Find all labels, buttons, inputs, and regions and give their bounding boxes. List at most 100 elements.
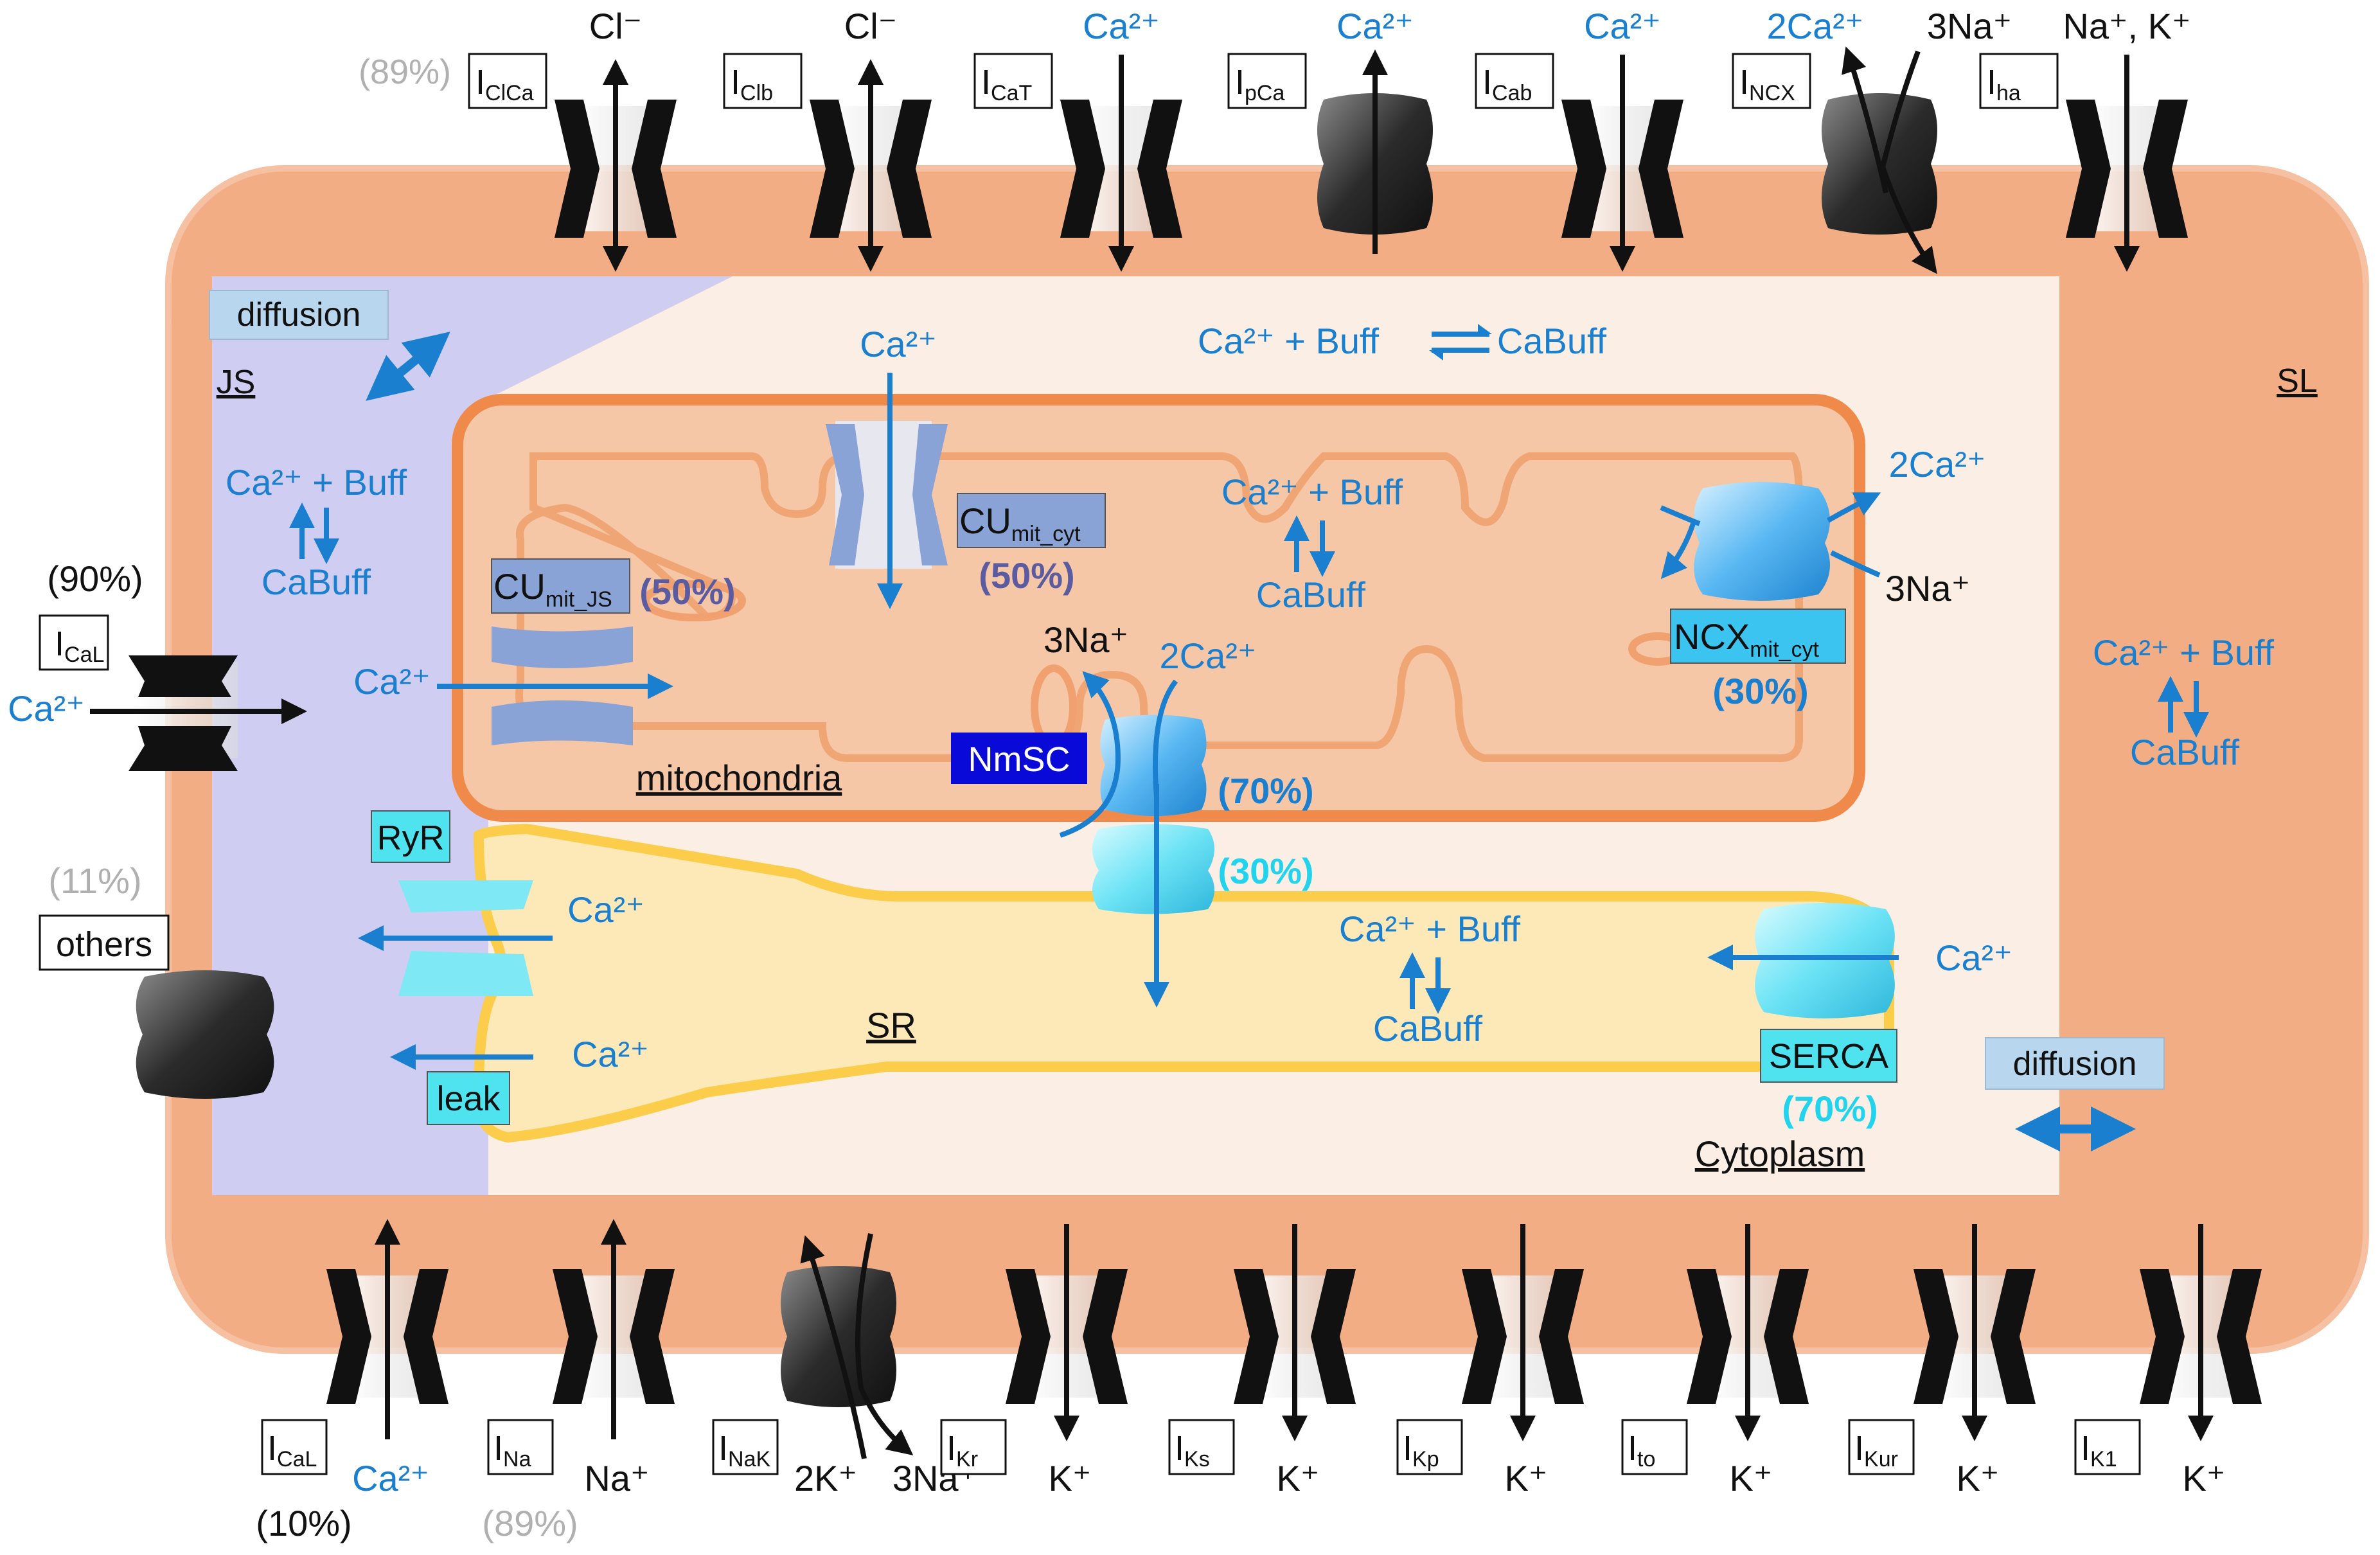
bottom-channel-label: INaK bbox=[718, 1429, 770, 1471]
bottom-channel-label-sub: K1 bbox=[2090, 1447, 2117, 1471]
ryr-label: RyR bbox=[377, 819, 445, 857]
leak-label: leak bbox=[436, 1080, 501, 1118]
cu-mit-js: CUmit_JS (50%) Ca²⁺ mitochondria bbox=[353, 558, 842, 798]
cytoplasm-label: Cytoplasm bbox=[1695, 1133, 1865, 1174]
top-channel-label-sub: NCX bbox=[1749, 81, 1795, 105]
top-channel-label-box bbox=[1475, 53, 1554, 109]
bottom-channel-ion: K⁺ bbox=[1730, 1458, 1773, 1498]
bottom-channel-ion: Na⁺ bbox=[584, 1458, 649, 1498]
channel-icon-left-subunit bbox=[810, 100, 855, 238]
bottom-channel-label-sub: Ks bbox=[1184, 1447, 1210, 1471]
top-channel-label-box bbox=[1227, 53, 1307, 109]
top-channel-label-main: I bbox=[731, 63, 740, 102]
right-region: SL Ca²⁺ + Buff CaBuff diffusion bbox=[1985, 362, 2318, 1151]
leak-ca: Ca²⁺ bbox=[572, 1034, 649, 1074]
ncx-mit-label: NCXmit_cyt bbox=[1674, 616, 1819, 662]
top-channels: IClCa(89%)Cl⁻IClbCl⁻ICaTCa²⁺IpCaCa²⁺ICab… bbox=[359, 6, 2191, 274]
cu-js-pct: (50%) bbox=[639, 571, 735, 612]
ryr-top-subunit bbox=[398, 880, 533, 912]
bottom-channel-label-box bbox=[1621, 1419, 1688, 1475]
sl-buffer-a: Ca²⁺ + Buff bbox=[2093, 632, 2275, 673]
ncx-mit-ca-arrow-in bbox=[1660, 522, 1696, 580]
top-channel-label-main: I bbox=[1482, 63, 1492, 102]
cyto-top-buffer: Ca²⁺ + Buff CaBuff bbox=[1198, 321, 1607, 361]
top-channel-ion: Ca²⁺ bbox=[1584, 6, 1661, 46]
channel-icon-left-subunit bbox=[326, 1269, 371, 1404]
top-channel-ion: Ca²⁺ bbox=[1337, 6, 1414, 46]
top-channel-label-main: I bbox=[1987, 63, 1996, 102]
diffusion-label-right: diffusion bbox=[2013, 1045, 2137, 1083]
top-channel-label-main: I bbox=[1235, 63, 1245, 102]
others-pct: (11%) bbox=[48, 860, 141, 901]
diffusion-arrow-left bbox=[366, 332, 450, 401]
bottom-channel-label-main: I bbox=[1854, 1429, 1864, 1468]
bottom-channel-label: Ito bbox=[1628, 1429, 1655, 1471]
ncx-mit-cyt: 2Ca²⁺ 3Na⁺ NCXmit_cyt (30%) bbox=[1660, 444, 1985, 711]
bottom-channel-label-box bbox=[712, 1419, 779, 1475]
bottom-channel-label-main: I bbox=[718, 1429, 728, 1468]
cu-cyt-box bbox=[957, 493, 1106, 548]
sr-buffer: Ca²⁺ + Buff CaBuff bbox=[1339, 909, 1521, 1049]
top-channel-label: IClb bbox=[731, 63, 773, 105]
js-buffer-a: Ca²⁺ + Buff bbox=[226, 462, 407, 502]
serca-ca: Ca²⁺ bbox=[1935, 937, 2012, 978]
bottom-channel-ion: 2K⁺ bbox=[794, 1458, 857, 1498]
bottom-channel-label: ICaL bbox=[267, 1429, 317, 1471]
channel-icon-right-subunit bbox=[630, 1269, 675, 1404]
ryr-box bbox=[371, 810, 450, 863]
top-channel-label-sub: CaT bbox=[991, 81, 1032, 105]
cyto-top-buffer-b: CaBuff bbox=[1497, 321, 1607, 361]
top-channel-label: Iha bbox=[1987, 63, 2021, 105]
bottom-channel-label: IKur bbox=[1854, 1429, 1898, 1471]
channel-icon-right-subunit bbox=[1764, 1269, 1809, 1404]
others-pump-icon bbox=[136, 970, 274, 1099]
top-channel-label-sub: Clb bbox=[740, 81, 773, 105]
bottom-channel-ion: K⁺ bbox=[1277, 1458, 1320, 1498]
top-channel-label: ICaT bbox=[981, 63, 1032, 105]
bottom-channel-label: INa bbox=[493, 1429, 531, 1471]
top-channel-pct: (89%) bbox=[359, 53, 451, 91]
top-channel-label-sub: Cab bbox=[1492, 81, 1532, 105]
ncx-na-arrow bbox=[1879, 50, 1937, 274]
ical-left-pct: (90%) bbox=[47, 558, 143, 599]
top-channel-ion: Cl⁻ bbox=[589, 6, 642, 46]
js-buffer-b: CaBuff bbox=[262, 562, 371, 602]
top-channel-clca: IClCa(89%)Cl⁻ bbox=[359, 6, 677, 272]
top-channel-label: IpCa bbox=[1235, 63, 1284, 105]
top-channel-label-box bbox=[1979, 53, 2059, 109]
sr-buffer-a: Ca²⁺ + Buff bbox=[1339, 909, 1521, 949]
crista-left bbox=[642, 580, 746, 621]
cu-mit-cyt: Ca²⁺ CUmit_cyt (50%) bbox=[826, 324, 1106, 609]
others-label: others bbox=[56, 925, 152, 964]
serca-pct: (70%) bbox=[1782, 1088, 1878, 1129]
bottom-channel-label-box bbox=[261, 1419, 328, 1475]
channel-icon-right-subunit bbox=[1083, 1269, 1128, 1404]
bottom-channel-ion: K⁺ bbox=[1505, 1458, 1548, 1498]
channel-icon-right-subunit bbox=[1638, 100, 1683, 238]
bottom-channel-pct: (10%) bbox=[256, 1503, 351, 1543]
channel-icon-left-subunit bbox=[553, 1269, 598, 1404]
mito-buffer: Ca²⁺ + Buff CaBuff bbox=[1221, 472, 1403, 615]
ryr-ca: Ca²⁺ bbox=[567, 889, 644, 930]
bottom-channel-label-main: I bbox=[2081, 1429, 2090, 1468]
ncx-mit-na-arrow bbox=[1830, 550, 1881, 578]
ncx-mit-pct: (30%) bbox=[1712, 671, 1808, 711]
cu-js-bottom-subunit bbox=[492, 700, 633, 745]
bottom-channel-label-box bbox=[1848, 1419, 1915, 1475]
cu-cyt-label: CUmit_cyt bbox=[959, 501, 1081, 546]
bottom-channel-label-box bbox=[1396, 1419, 1463, 1475]
nmsc2-pct: (30%) bbox=[1218, 851, 1313, 891]
left-region: diffusion JS Ca²⁺ + Buff CaBuff (90%) IC… bbox=[8, 290, 450, 1099]
top-channel-label-box bbox=[973, 53, 1053, 109]
channel-icon-right-subunit bbox=[887, 100, 932, 238]
channel-icon-left-subunit bbox=[1060, 100, 1105, 238]
cu-js-top-subunit bbox=[492, 626, 633, 668]
mito-buffer-a: Ca²⁺ + Buff bbox=[1221, 472, 1403, 512]
equilibrium-arrow-bottom-head bbox=[1429, 350, 1443, 360]
bottom-channel-ion: Ca²⁺ bbox=[352, 1458, 429, 1498]
sr-buffer-b: CaBuff bbox=[1373, 1008, 1483, 1049]
